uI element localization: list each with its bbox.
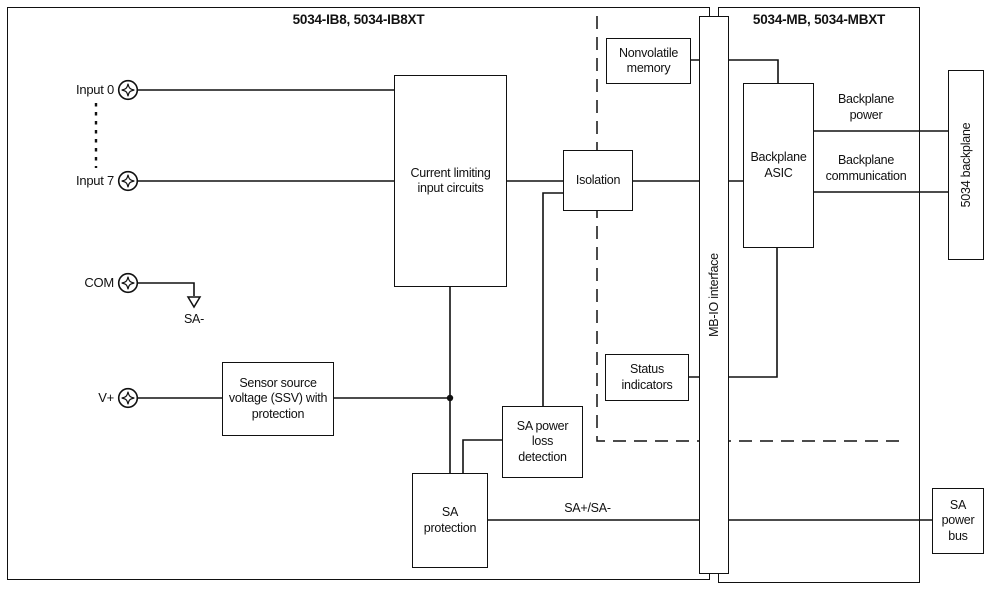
sa-minus-ground-icon [186,296,202,309]
junction-dot [446,394,454,402]
backplane-5034-label: 5034 backplane [959,122,973,208]
terminal-label-input-7: Input 7 [75,173,114,188]
terminal-label-input-0: Input 0 [75,82,114,97]
block-sa-protection: SA protection [412,473,488,568]
block-sa-power-loss-detection: SA power loss detection [502,406,583,478]
block-current-limiting: Current limiting input circuits [394,75,507,287]
block-status-indicators: Status indicators [605,354,689,401]
terminal-input-0-icon [117,79,139,101]
wire-label-sa-minus: SA- [183,312,205,326]
terminal-label-com: COM [84,275,114,290]
wire-label-backplane-communication: Backplane communication [825,153,907,183]
block-5034-backplane [948,70,984,260]
terminal-com-icon [117,272,139,294]
block-nonvolatile-memory: Nonvolatile memory [606,38,691,84]
isolation-boundary-dashed-line [596,16,899,442]
wire-label-backplane-power: Backplane power [837,92,895,122]
terminal-label-v-plus: V+ [98,390,114,405]
block-isolation: Isolation [563,150,633,211]
section-title-ib8: 5034-IB8, 5034-IB8XT [292,12,425,27]
block-sa-power-bus: SA power bus [932,488,984,554]
section-title-mb: 5034-MB, 5034-MBXT [752,12,886,27]
wire-label-sa-bus: SA+/SA- [564,501,611,515]
mb-io-interface-label: MB-IO interface [707,253,721,337]
terminal-input-7-icon [117,170,139,192]
block-mb-io-interface [699,16,729,574]
block-ssv: Sensor source voltage (SSV) with protect… [222,362,334,436]
block-backplane-asic: Backplane ASIC [743,83,814,248]
terminal-v-plus-icon [117,387,139,409]
